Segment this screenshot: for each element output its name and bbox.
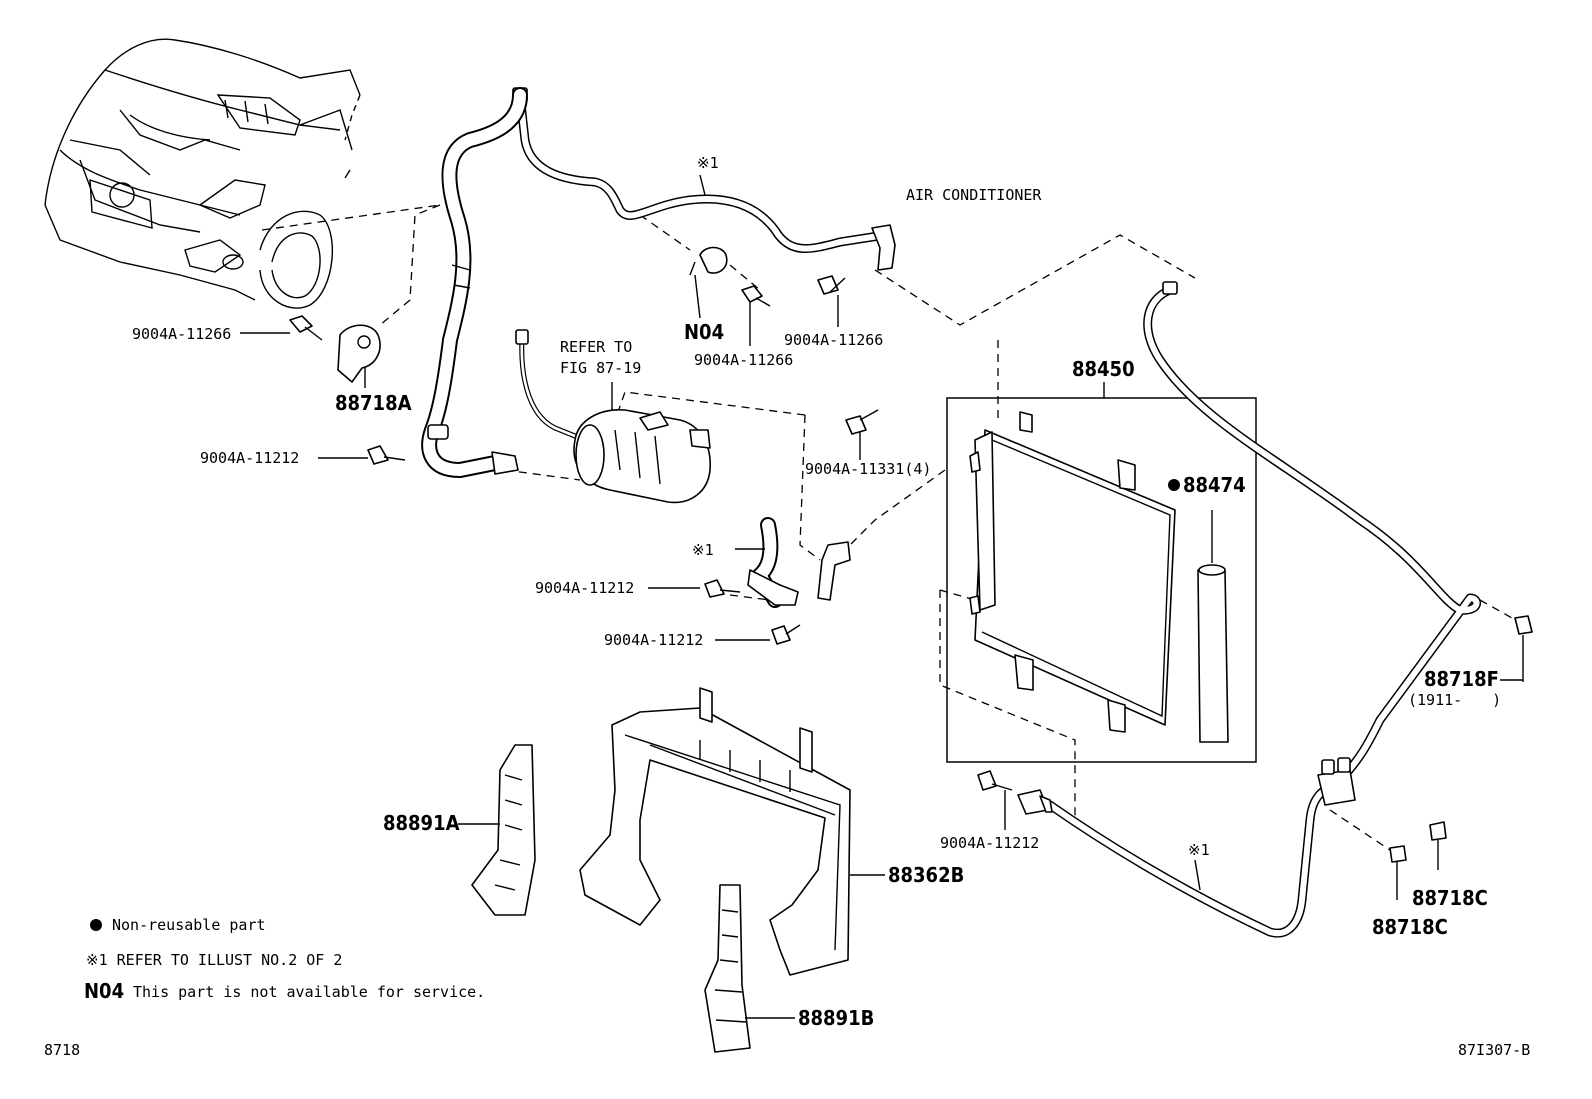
left-hose: [421, 87, 528, 478]
bolt-9004A-11266-right: [817, 275, 846, 295]
label-88891A: 88891A: [383, 811, 460, 835]
vehicle-front-illustration: [44, 38, 361, 309]
label-leaders: [240, 174, 1523, 1019]
bolt-9004A-11266-mid: [741, 285, 771, 307]
label-n04: N04: [684, 320, 724, 344]
clip-88718C-b: [1429, 821, 1447, 870]
bolt-9004A-11266-left: [289, 315, 323, 341]
footer-left-code: 8718: [44, 1041, 80, 1059]
label-88891B: 88891B: [798, 1006, 874, 1030]
footer: 8718 87I307-B: [44, 1041, 1530, 1059]
label-bolt-11212-mid1: 9004A-11212: [535, 579, 634, 597]
middle-hose: [747, 517, 851, 608]
bolt-9004A-11212-mid2: [771, 624, 801, 645]
label-88718A: 88718A: [335, 391, 412, 415]
bolt-9004A-11212-left: [367, 445, 406, 465]
seal-88891B: [704, 884, 751, 1053]
legend-dot: [90, 919, 102, 931]
label-88474: 88474: [1183, 473, 1246, 497]
clamp-88718A: [337, 324, 381, 383]
label-bolt-11212-mid2: 9004A-11212: [604, 631, 703, 649]
label-88362B: 88362B: [888, 863, 964, 887]
label-88718F-date: (1911- ): [1408, 691, 1501, 709]
legend: Non-reusable part ※1 REFER TO ILLUST NO.…: [84, 916, 485, 1003]
pipe-bracket: [871, 224, 896, 271]
legend-non-reusable: Non-reusable part: [112, 916, 266, 934]
label-bolt-11266-mid: 9004A-11266: [694, 351, 793, 369]
bolt-9004A-11212-bottom: [977, 770, 1013, 791]
label-bolt-11266-right: 9004A-11266: [784, 331, 883, 349]
legend-n04-code: N04: [84, 979, 124, 1003]
label-88718C-b: 88718C: [1372, 915, 1448, 939]
label-bolt-11212-left: 9004A-11212: [200, 449, 299, 467]
seal-88891A: [471, 744, 536, 916]
label-88718C-a: 88718C: [1412, 886, 1488, 910]
compressor: [515, 329, 711, 504]
label-ref1-top: ※1: [697, 154, 719, 172]
label-refer-to-line1: REFER TO: [560, 338, 632, 356]
non-reusable-dot: [1168, 479, 1180, 491]
leader-lines: [261, 204, 1513, 851]
right-pipe: [1017, 281, 1481, 938]
label-refer-to-line2: FIG 87-19: [560, 359, 641, 377]
bolt-9004A-11212-mid1: [704, 579, 741, 598]
label-air-conditioner: AIR CONDITIONER: [906, 186, 1042, 204]
part-labels: AIR CONDITIONER ※1 REFER TO FIG 87-19 90…: [132, 154, 1501, 1030]
label-bolt-11331: 9004A-11331(4): [805, 460, 931, 478]
bolt-9004A-11331: [845, 409, 879, 435]
clip-N04: [689, 246, 728, 276]
label-88718F: 88718F: [1424, 667, 1499, 691]
legend-ref-note: ※1 REFER TO ILLUST NO.2 OF 2: [86, 951, 342, 969]
condenser-assembly: [946, 397, 1257, 763]
clip-88718C-a: [1389, 845, 1407, 900]
label-88450: 88450: [1072, 357, 1135, 381]
label-ref1-bottom: ※1: [1188, 841, 1210, 859]
condenser-frame: [946, 397, 1257, 763]
label-ref1-mid: ※1: [692, 541, 714, 559]
footer-right-code: 87I307-B: [1458, 1041, 1530, 1059]
clip-88718F: [1514, 615, 1533, 682]
label-bolt-11212-bottom: 9004A-11212: [940, 834, 1039, 852]
label-bolt-11266-left: 9004A-11266: [132, 325, 231, 343]
radiator-support-88362B: [579, 687, 851, 976]
legend-n04-text: This part is not available for service.: [133, 983, 485, 1001]
